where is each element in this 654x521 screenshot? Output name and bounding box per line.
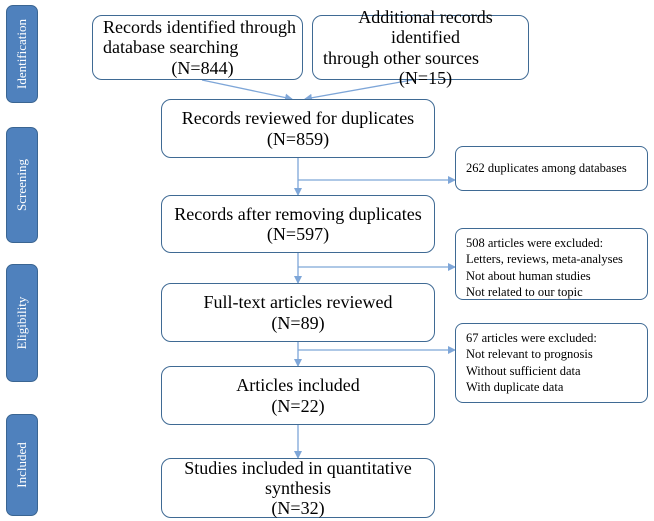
box-count: (N=597)	[266, 224, 330, 244]
box-line: Articles included	[236, 375, 360, 396]
box-line: database searching	[103, 37, 239, 58]
exclusion-first: 508 articles were excluded: Letters, rev…	[455, 228, 648, 300]
arrow-other-to-review	[304, 79, 413, 102]
box-count: (N=89)	[271, 312, 325, 333]
box-fulltext-reviewed: Full-text articles reviewed (N=89)	[161, 283, 435, 342]
box-line: Full-text articles reviewed	[203, 292, 393, 313]
arrow-db-to-review	[201, 79, 293, 102]
exclusion-line: Without sufficient data	[466, 363, 581, 378]
box-count: (N=22)	[271, 395, 325, 416]
exclusion-duplicates: 262 duplicates among databases	[455, 146, 648, 191]
box-count: (N=15)	[398, 67, 453, 88]
box-count: (N=844)	[171, 57, 234, 78]
exclusion-line: With duplicate data	[466, 379, 564, 394]
box-line: Studies included in quantitative	[184, 457, 412, 478]
box-line: Records reviewed for duplicates	[181, 108, 415, 129]
box-other-sources: Additional records identified through ot…	[312, 7, 529, 88]
exclusion-line: Not relevant to prognosis	[466, 347, 593, 362]
box-line: Records identified through	[103, 17, 296, 38]
exclusion-line: 67 articles were excluded:	[466, 331, 597, 345]
box-line: synthesis	[264, 477, 331, 498]
exclusion-line: Letters, reviews, meta-analyses	[466, 252, 623, 267]
box-articles-included: Articles included (N=22)	[161, 366, 435, 425]
box-line: Additional records identified	[358, 7, 493, 48]
box-count: (N=859)	[266, 128, 330, 149]
exclusion-second: 67 articles were excluded: Not relevant …	[455, 323, 648, 403]
box-count: (N=32)	[271, 498, 325, 519]
box-quantitative-synthesis: Studies included in quantitative synthes…	[161, 458, 435, 518]
box-after-removing: Records after removing duplicates (N=597…	[161, 195, 435, 253]
stage-eligibility: Eligibility	[6, 264, 38, 382]
box-line: through other sources	[323, 47, 479, 68]
exclusion-line: Not related to our topic	[466, 284, 583, 299]
box-line: Records after removing duplicates	[174, 203, 422, 224]
stage-identification: Identification	[6, 5, 38, 103]
exclusion-line: 508 articles were excluded:	[466, 236, 604, 250]
stage-included: Included	[6, 414, 38, 516]
stage-screening: Screening	[6, 127, 38, 243]
box-reviewed-duplicates: Records reviewed for duplicates (N=859)	[161, 99, 435, 158]
exclusion-line: 262 duplicates among databases	[466, 161, 627, 176]
exclusion-line: Not about human studies	[466, 268, 591, 283]
box-database-search: Records identified through database sear…	[92, 15, 303, 80]
